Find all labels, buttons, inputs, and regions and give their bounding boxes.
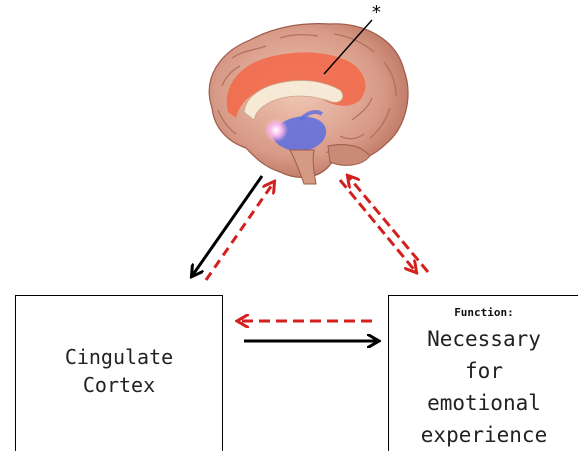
function-box-line1: Necessary [389, 324, 578, 354]
function-box-heading: Function: [389, 306, 578, 320]
function-box-line3: emotional [389, 388, 578, 418]
cingulate-box-line2: Cortex [16, 372, 222, 398]
arrow-brain-to-cingulate [192, 176, 262, 276]
cingulate-cortex-box: Cingulate Cortex [15, 295, 223, 451]
brain-illustration [209, 20, 408, 184]
function-box: Function: Necessary for emotional experi… [388, 295, 578, 451]
function-box-line4: experience [389, 420, 578, 450]
pink-nucleus [264, 118, 288, 142]
brain-asterisk-label: * [371, 2, 382, 23]
function-box-line2: for [389, 356, 578, 386]
arrow-brain-function-bidirectional [340, 176, 428, 272]
arrow-cingulate-to-brain [206, 182, 274, 280]
cingulate-box-line1: Cingulate [16, 344, 222, 370]
